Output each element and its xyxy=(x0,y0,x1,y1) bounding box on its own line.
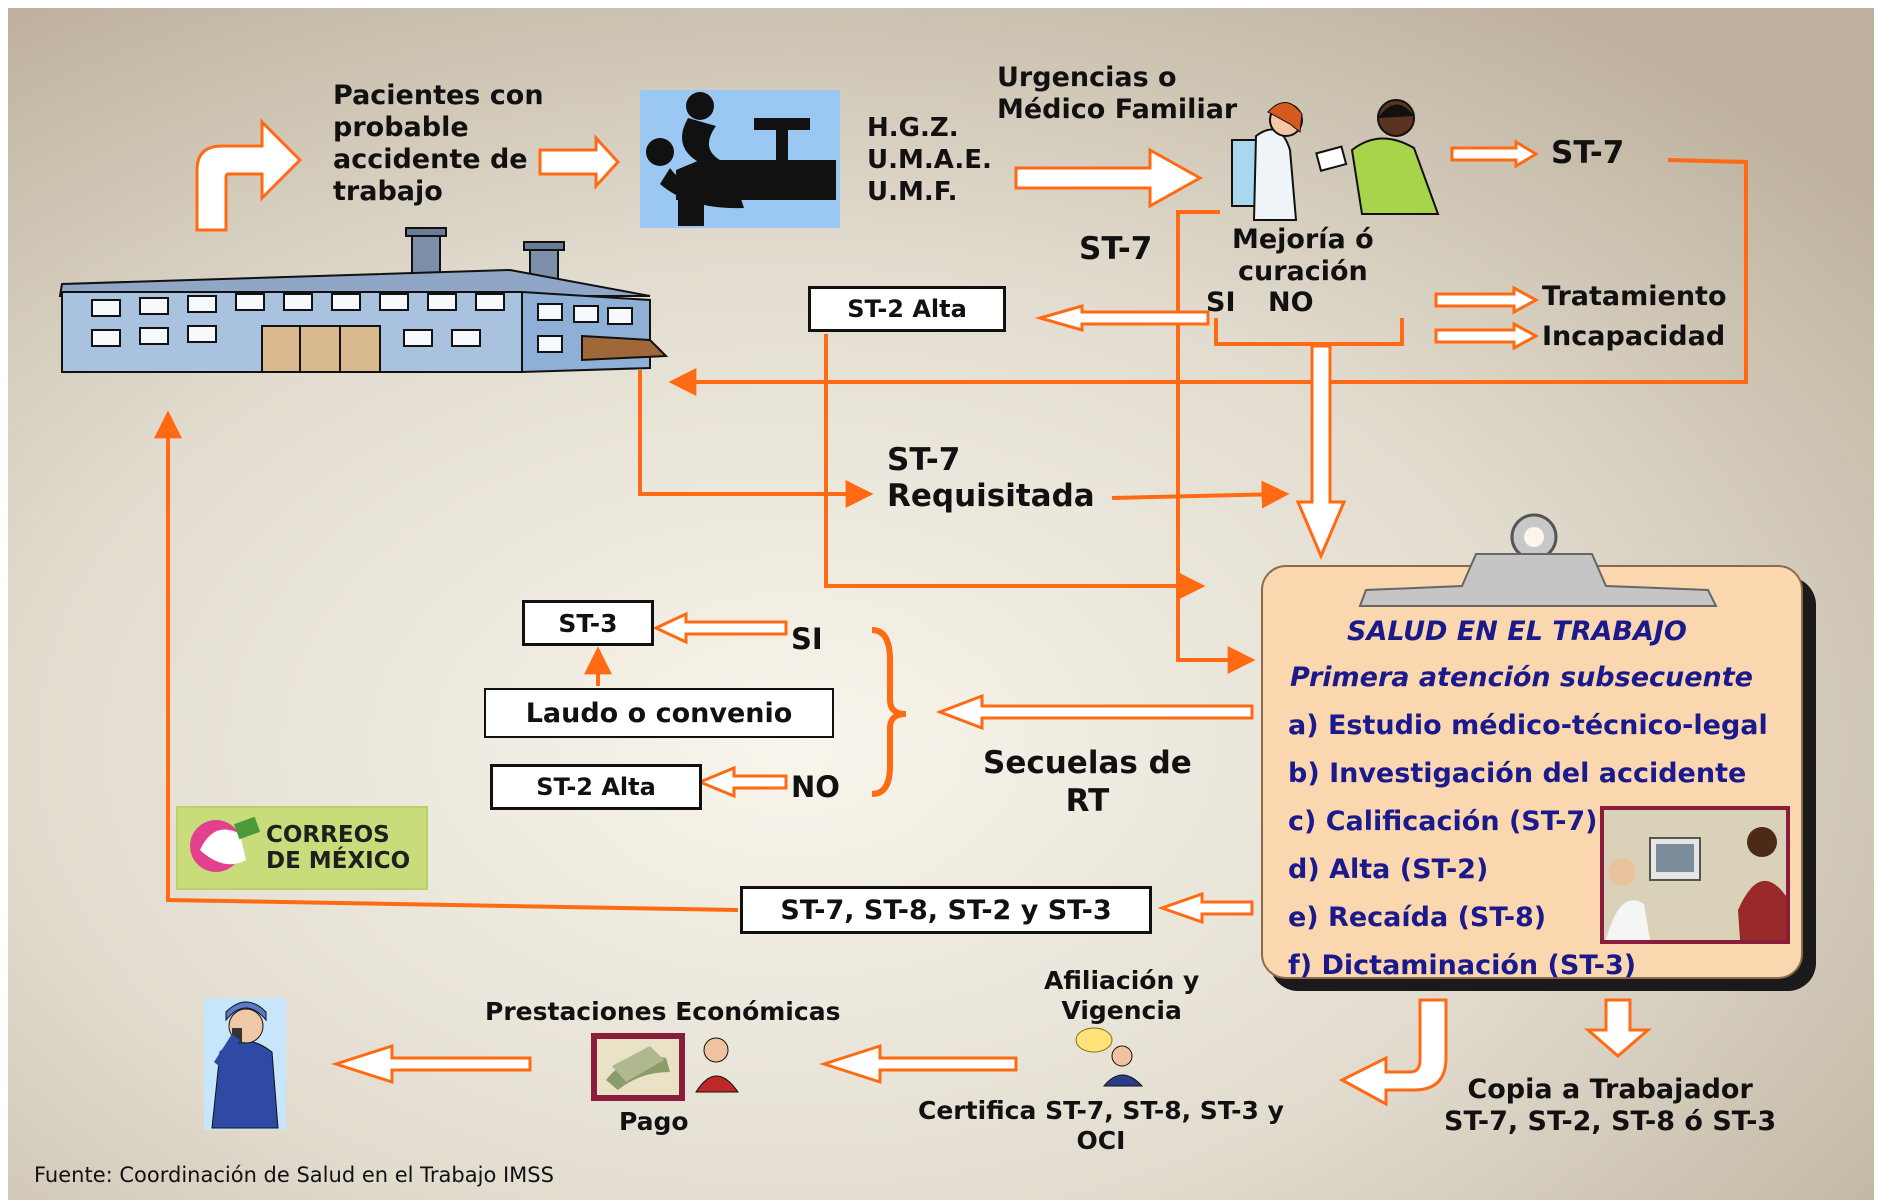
laudo-box: Laudo o convenio xyxy=(484,688,834,738)
arrow-down-to-clipboard xyxy=(1295,344,1347,560)
st-all-box: ST-7, ST-8, ST-2 y ST-3 xyxy=(740,886,1152,934)
copia-line: ST-7, ST-2, ST-8 ó ST-3 xyxy=(1444,1106,1777,1137)
afiliacion-label: Afiliación y Vigencia xyxy=(1044,966,1199,1026)
arrow-incapacidad xyxy=(1434,321,1540,351)
arrow-si-st2 xyxy=(1034,304,1210,332)
correos-line: DE MÉXICO xyxy=(266,848,411,874)
clipboard-item: d) Alta (ST-2) xyxy=(1288,854,1489,885)
arrow-clipboard-stall xyxy=(1157,891,1254,925)
clipboard-subtitle: Primera atención subsecuente xyxy=(1290,662,1753,693)
orange-connectors xyxy=(154,158,1748,912)
st7-requisitada-label: ST-7 Requisitada xyxy=(887,442,1095,514)
pacientes-label: Pacientes con probable accidente de trab… xyxy=(333,80,544,208)
st7-left-label: ST-7 xyxy=(1079,231,1153,267)
pacientes-line: trabajo xyxy=(333,176,443,207)
arrow-doctor-st7 xyxy=(1450,139,1539,169)
prestaciones-label: Prestaciones Económicas xyxy=(485,997,841,1026)
secuelas-label: Secuelas de RT xyxy=(983,744,1192,820)
arrow-si-st3 xyxy=(652,611,788,645)
connector-st7-return xyxy=(668,158,1748,396)
source-note: Fuente: Coordinación de Salud en el Trab… xyxy=(34,1163,554,1187)
arrow-pacientes-picture xyxy=(538,134,621,190)
pacientes-line: accidente de xyxy=(333,144,528,175)
hospital-line: U.M.F. xyxy=(867,177,958,207)
st7-top-label: ST-7 xyxy=(1551,135,1625,171)
mejoria-line: Mejoría ó xyxy=(1232,224,1374,255)
clipboard-item: a) Estudio médico-técnico-legal xyxy=(1288,710,1768,741)
afiliacion-line: Vigencia xyxy=(1061,996,1182,1025)
urgencias-line: Médico Familiar xyxy=(997,94,1238,125)
connector-si-no-bracket xyxy=(1214,318,1404,346)
arrow-hospitales-urgencias xyxy=(1014,147,1204,209)
requisitada-line: ST-7 xyxy=(887,442,961,478)
hospital-line: H.G.Z. xyxy=(867,113,959,143)
arrow-tratamiento xyxy=(1434,285,1540,315)
worker-on-phone-picture xyxy=(204,998,286,1130)
clipboard-item: c) Calificación (ST-7) xyxy=(1288,806,1598,837)
tratamiento-label: Tratamiento xyxy=(1542,281,1727,312)
factory-illustration xyxy=(58,227,669,374)
si-label: SI xyxy=(1206,287,1236,318)
clipboard-item: f) Dictaminación (ST-3) xyxy=(1288,950,1637,981)
correos-logo xyxy=(176,806,428,890)
connector-mail-factory xyxy=(154,410,739,912)
pago-label: Pago xyxy=(619,1107,689,1136)
mejoria-label: Mejoría ó curación xyxy=(1232,224,1374,288)
clipboard-title: SALUD EN EL TRABAJO xyxy=(1347,616,1687,647)
mejoria-line: curación xyxy=(1237,256,1368,287)
st3-box: ST-3 xyxy=(522,600,654,646)
arrow-copia-down xyxy=(1583,998,1653,1058)
certifica-line: OCI xyxy=(1076,1126,1126,1155)
copia-label: Copia a Trabajador ST-7, ST-2, ST-8 ó ST… xyxy=(1444,1074,1776,1138)
certifica-label: Certifica ST-7, ST-8, ST-3 y OCI xyxy=(918,1096,1284,1156)
arrow-certifica-prestaciones xyxy=(819,1043,1018,1085)
incapacidad-label: Incapacidad xyxy=(1542,321,1726,352)
connector-mejoria-clipboard xyxy=(1176,210,1256,674)
hospital-line: U.M.A.E. xyxy=(867,145,992,175)
brace-secuelas xyxy=(871,627,907,797)
urgencias-line: Urgencias o xyxy=(997,62,1177,93)
afiliacion-line: Afiliación y xyxy=(1044,966,1200,995)
no-label: NO xyxy=(1268,287,1314,318)
requisitada-line: Requisitada xyxy=(887,478,1095,514)
st2-alta-bottom-box: ST-2 Alta xyxy=(490,764,702,810)
st2-alta-top-box: ST-2 Alta xyxy=(808,286,1006,332)
connector-requisitada-clipboard xyxy=(1111,480,1290,509)
block-arrows xyxy=(331,134,1653,1107)
office-staff-picture xyxy=(1600,806,1790,944)
si-secuelas-label: SI xyxy=(791,622,823,656)
urgencias-label: Urgencias o Médico Familiar xyxy=(997,62,1237,126)
secuelas-line: RT xyxy=(1065,783,1110,819)
copia-line: Copia a Trabajador xyxy=(1467,1074,1753,1105)
money-payment-picture xyxy=(591,1033,739,1101)
arrow-curved-certifica xyxy=(1338,998,1448,1107)
correos-line: CORREOS xyxy=(266,822,390,848)
secuelas-line: Secuelas de xyxy=(983,745,1192,781)
clipboard-item: e) Recaída (ST-8) xyxy=(1288,902,1547,933)
certifica-line: Certifica ST-7, ST-8, ST-3 y xyxy=(918,1096,1284,1125)
curved-arrow-up-right xyxy=(195,118,303,232)
doctor-patient-picture xyxy=(1231,99,1440,221)
injured-worker-picture xyxy=(640,90,840,228)
connector-factory-requisitada xyxy=(638,370,874,508)
arrow-clipboard-secuelas xyxy=(935,693,1254,731)
pacientes-line: Pacientes con xyxy=(333,80,544,111)
hospitales-label: H.G.Z. U.M.A.E. U.M.F. xyxy=(867,112,992,208)
correos-logo-text: CORREOS DE MÉXICO xyxy=(266,822,410,874)
connector-st2-clipboard xyxy=(824,334,1206,600)
arrow-no-st2 xyxy=(696,765,788,799)
no-secuelas-label: NO xyxy=(791,770,840,804)
clipboard-item: b) Investigación del accidente xyxy=(1288,758,1747,789)
speaking-person-icon xyxy=(1075,1027,1144,1087)
pacientes-line: probable xyxy=(333,112,469,143)
arrow-prestaciones-worker xyxy=(331,1043,532,1085)
